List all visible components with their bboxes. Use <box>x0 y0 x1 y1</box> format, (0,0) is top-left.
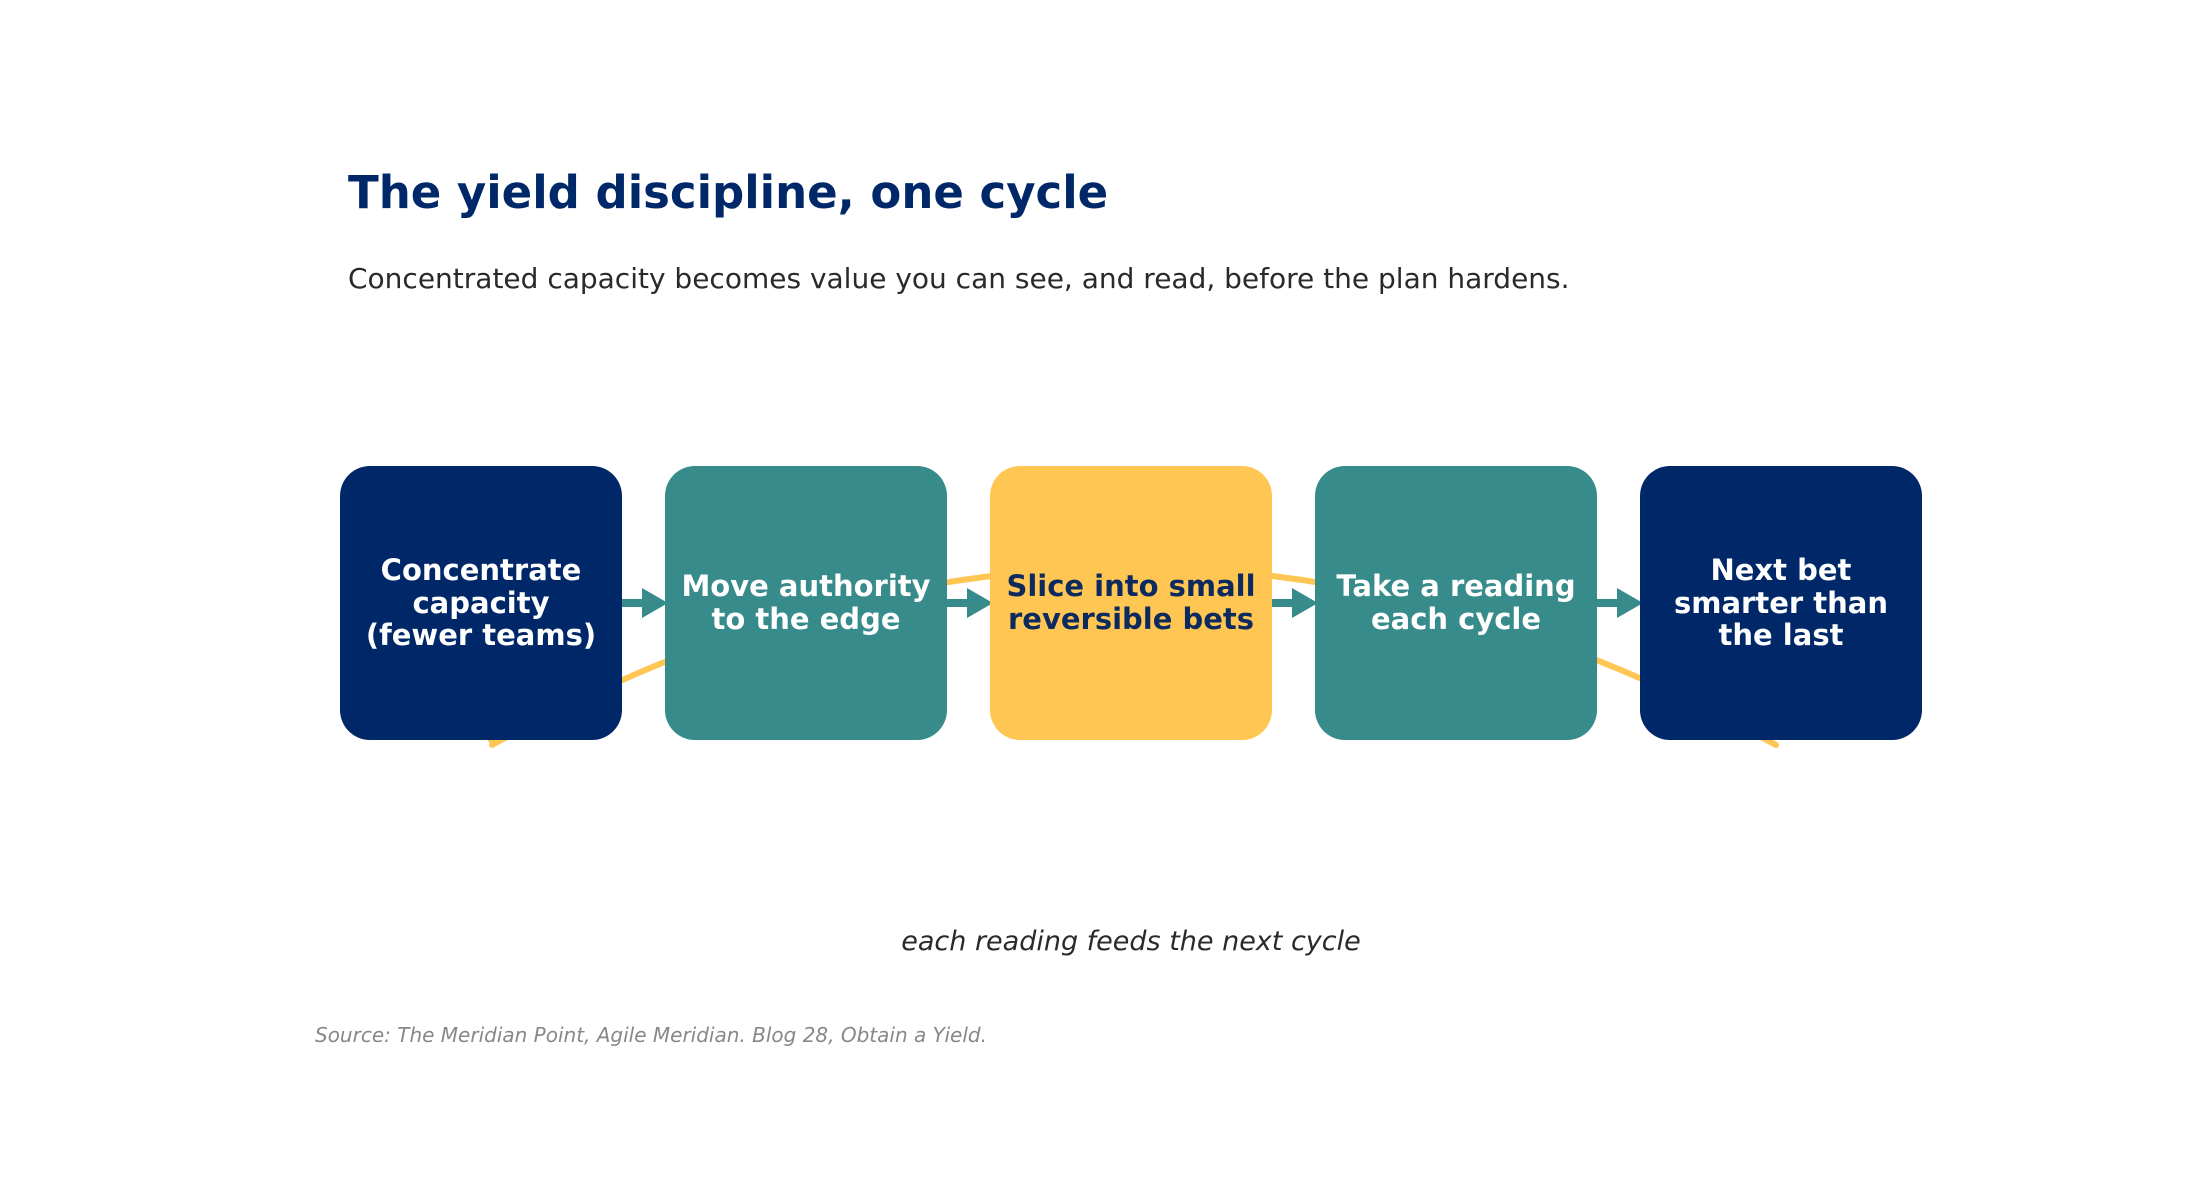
step-slice-bets: Slice into small reversible bets <box>990 466 1272 740</box>
page-subtitle: Concentrated capacity becomes value you … <box>348 262 1570 295</box>
step-move-authority: Move authority to the edge <box>665 466 947 740</box>
feedback-loop-label: each reading feeds the next cycle <box>901 926 1361 957</box>
page-title: The yield discipline, one cycle <box>348 166 1109 219</box>
flow-connector-3 <box>1272 588 1318 618</box>
step-take-reading: Take a reading each cycle <box>1315 466 1597 740</box>
flow-connector-2 <box>947 588 993 618</box>
step-concentrate-capacity: Concentrate capacity (fewer teams) <box>340 466 622 740</box>
flow-connector-1 <box>622 588 668 618</box>
flow-connector-4 <box>1597 588 1643 618</box>
source-note: Source: The Meridian Point, Agile Meridi… <box>315 1023 987 1047</box>
step-next-bet: Next bet smarter than the last <box>1640 466 1922 740</box>
